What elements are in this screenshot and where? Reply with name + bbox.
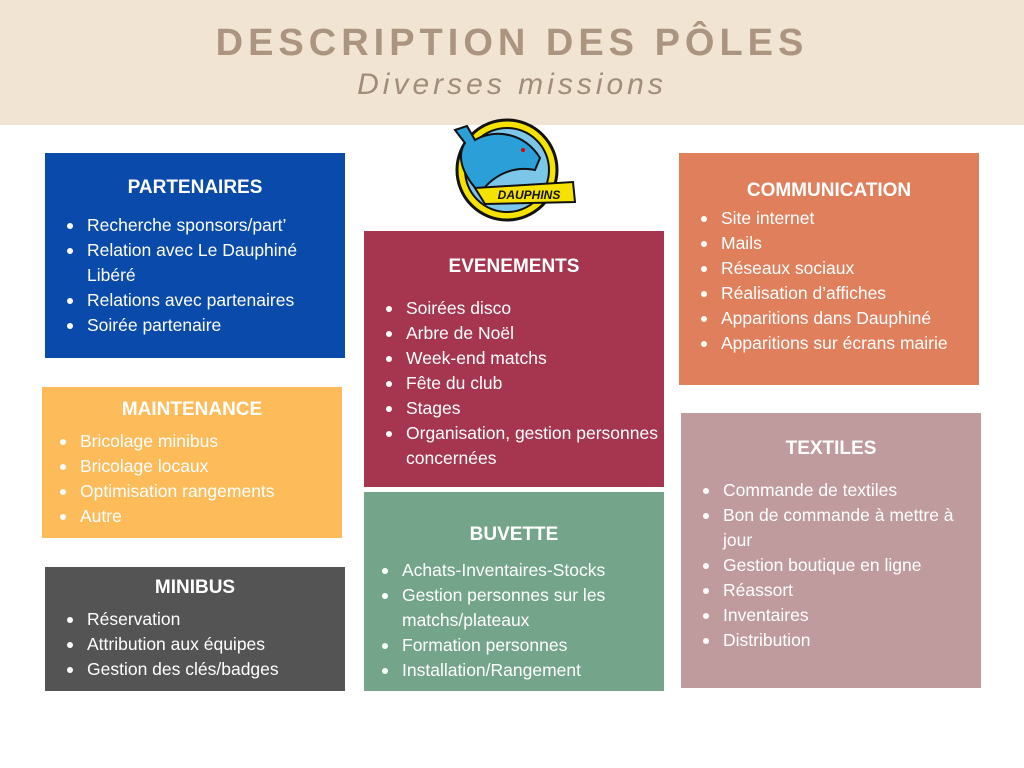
list-item: Commande de textiles	[701, 478, 981, 503]
list-item: Bricolage minibus	[58, 429, 342, 454]
list-item: Gestion personnes sur les matchs/plateau…	[380, 583, 664, 633]
pole-items: Recherche sponsors/part’Relation avec Le…	[45, 213, 345, 338]
list-item: Distribution	[701, 628, 981, 653]
list-item: Achats-Inventaires-Stocks	[380, 558, 664, 583]
list-item: Gestion des clés/badges	[65, 657, 345, 682]
list-item: Installation/Rangement	[380, 658, 664, 683]
list-item: Apparitions sur écrans mairie	[699, 331, 979, 356]
list-item: Recherche sponsors/part’	[65, 213, 345, 238]
list-item: Relations avec partenaires	[65, 288, 345, 313]
list-item: Mails	[699, 231, 979, 256]
list-item: Inventaires	[701, 603, 981, 628]
list-item: Réassort	[701, 578, 981, 603]
list-item: Soirée partenaire	[65, 313, 345, 338]
list-item: Formation personnes	[380, 633, 664, 658]
list-item: Réservation	[65, 607, 345, 632]
list-item: Autre	[58, 504, 342, 529]
page-title: DESCRIPTION DES PÔLES	[215, 22, 809, 64]
list-item: Site internet	[699, 206, 979, 231]
pole-title: COMMUNICATION	[746, 180, 912, 201]
page-subtitle: Diverses missions	[357, 68, 667, 101]
list-item: Bricolage locaux	[58, 454, 342, 479]
list-item: Fête du club	[384, 371, 664, 396]
list-item: Relation avec Le Dauphiné Libéré	[65, 238, 345, 288]
list-item: Attribution aux équipes	[65, 632, 345, 657]
pole-title: BUVETTE	[469, 524, 559, 545]
list-item: Arbre de Noël	[384, 321, 664, 346]
list-item: Apparitions dans Dauphiné	[699, 306, 979, 331]
pole-title: MAINTENANCE	[121, 399, 263, 420]
svg-text:DAUPHINS: DAUPHINS	[498, 188, 561, 202]
pole-title: PARTENAIRES	[127, 177, 263, 198]
header-banner: DESCRIPTION DES PÔLES Diverses missions	[0, 0, 1024, 125]
list-item: Réalisation d’affiches	[699, 281, 979, 306]
list-item: Organisation, gestion personnes concerné…	[384, 421, 664, 471]
list-item: Week-end matchs	[384, 346, 664, 371]
list-item: Réseaux sociaux	[699, 256, 979, 281]
list-item: Bon de commande à mettre à jour	[701, 503, 981, 553]
pole-title: MINIBUS	[154, 577, 236, 598]
pole-partenaires: PARTENAIRES Recherche sponsors/part’Rela…	[45, 153, 345, 358]
list-item: Soirées disco	[384, 296, 664, 321]
dauphins-logo: DAUPHINS	[453, 118, 577, 222]
pole-title: TEXTILES	[785, 438, 877, 459]
list-item: Stages	[384, 396, 664, 421]
pole-title: EVENEMENTS	[448, 256, 580, 277]
list-item: Gestion boutique en ligne	[701, 553, 981, 578]
list-item: Optimisation rangements	[58, 479, 342, 504]
